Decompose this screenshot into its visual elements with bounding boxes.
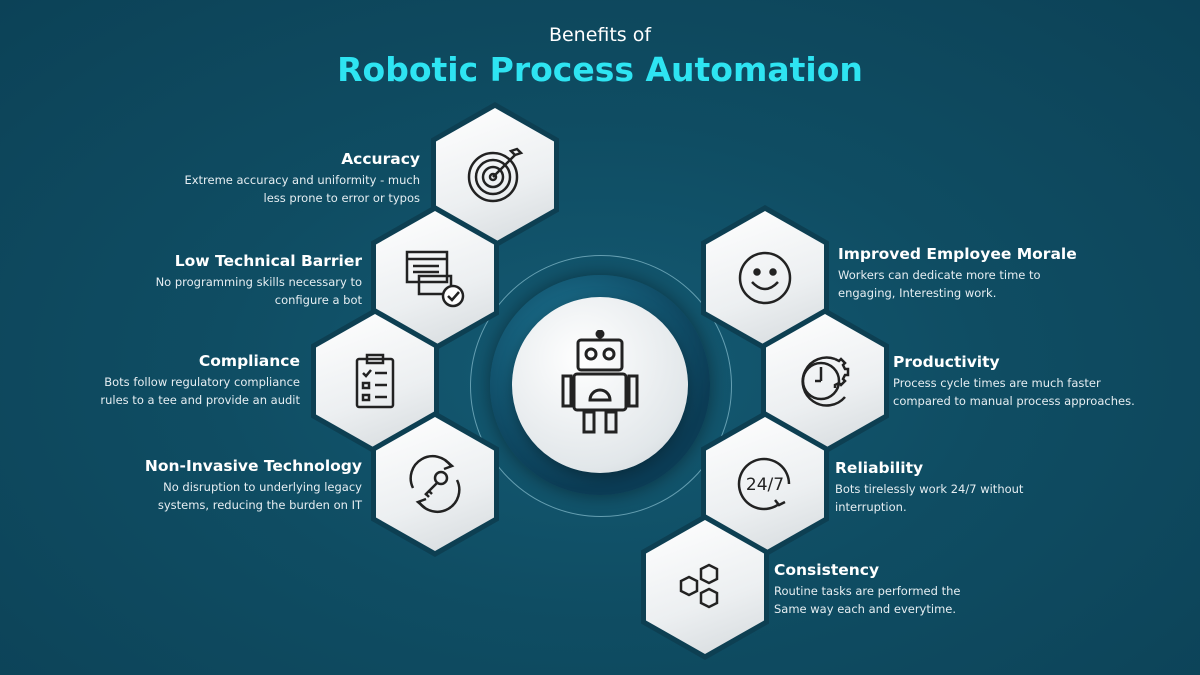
benefit-consistency: Consistency Routine tasks are performed … (774, 561, 1114, 618)
svg-text:24/7: 24/7 (746, 475, 784, 495)
benefit-description: Routine tasks are performed the Same way… (774, 584, 961, 616)
benefit-compliance: Compliance Bots follow regulatory compli… (0, 352, 300, 409)
benefit-title: Non-Invasive Technology (144, 457, 362, 475)
center-outer-ring (470, 255, 732, 517)
benefit-title: Consistency (774, 561, 880, 579)
target-icon (467, 147, 524, 203)
benefit-title: Improved Employee Morale (838, 245, 1077, 263)
benefit-description: Extreme accuracy and uniformity - much l… (184, 173, 420, 205)
benefit-title: Accuracy (341, 150, 420, 168)
benefit-accuracy: Accuracy Extreme accuracy and uniformity… (80, 150, 420, 207)
clipboard-checklist-icon (355, 353, 395, 409)
page-title: Robotic Process Automation (337, 50, 863, 89)
benefit-productivity: Productivity Process cycle times are muc… (893, 353, 1193, 410)
benefit-title: Low Technical Barrier (174, 252, 362, 270)
benefit-description: Process cycle times are much faster comp… (893, 376, 1135, 408)
clock-gear-icon (801, 356, 850, 407)
24-7-icon: 24/7 (737, 457, 791, 511)
benefit-improved-employee-morale: Improved Employee Morale Workers can ded… (838, 245, 1178, 302)
benefit-description: Bots follow regulatory compliance rules … (100, 375, 300, 407)
benefit-title: Compliance (198, 352, 300, 370)
benefit-description: No disruption to underlying legacy syste… (157, 480, 362, 512)
benefit-low-technical-barrier: Low Technical Barrier No programming ski… (22, 252, 362, 309)
window-check-icon (405, 250, 465, 308)
hexagons-icon (679, 563, 719, 609)
robot-icon (561, 330, 639, 434)
benefit-non-invasive-technology: Non-Invasive Technology No disruption to… (22, 457, 362, 514)
benefit-title: Reliability (835, 459, 924, 477)
benefit-reliability: Reliability Bots tirelessly work 24/7 wi… (835, 459, 1175, 516)
center-white-circle (512, 297, 688, 473)
smiley-icon (738, 251, 792, 305)
subtitle: Benefits of (548, 24, 652, 46)
benefit-title: Productivity (893, 353, 1000, 371)
key-refresh-icon (409, 455, 461, 513)
benefit-description: Bots tirelessly work 24/7 without interr… (835, 482, 1024, 514)
benefit-description: No programming skills necessary to confi… (155, 275, 362, 307)
benefit-description: Workers can dedicate more time to engagi… (838, 268, 1041, 300)
